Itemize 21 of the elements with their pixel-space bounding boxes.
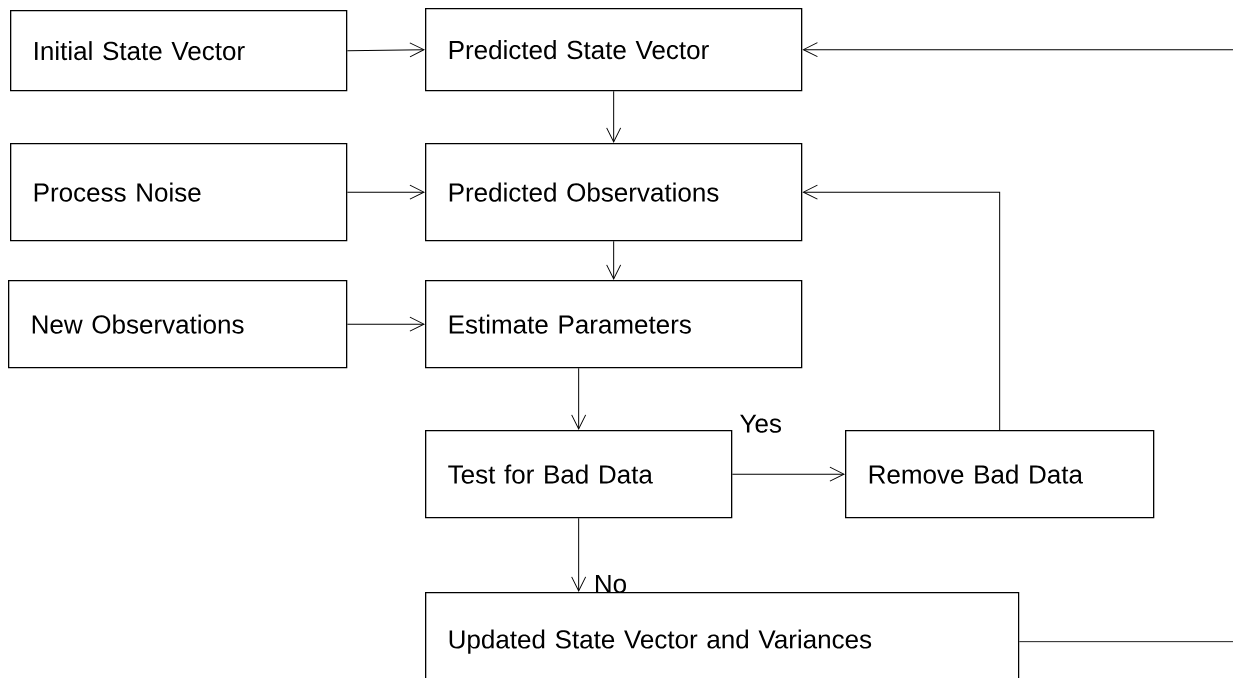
arrow — [571, 517, 587, 592]
arrow — [606, 90, 622, 143]
process-box: Process Noise — [10, 143, 348, 242]
process-box: Updated State Vector and Variances — [425, 592, 1020, 678]
edge-label: Yes — [740, 414, 781, 433]
process-box: Predicted Observations — [425, 143, 803, 242]
process-box: Estimate Parameters — [425, 280, 803, 369]
arrow — [346, 316, 425, 332]
process-box: Initial State Vector — [10, 10, 348, 92]
edge-label: No — [596, 574, 626, 594]
process-box: Predicted State Vector — [425, 8, 803, 92]
arrow — [346, 184, 425, 200]
arrow — [731, 466, 845, 482]
arrow — [802, 42, 1233, 643]
arrow — [802, 184, 1001, 431]
arrow — [571, 367, 587, 430]
arrow — [346, 42, 425, 58]
process-box: Test for Bad Data — [425, 430, 733, 519]
process-box: Remove Bad Data — [845, 430, 1155, 519]
process-box: New Observations — [8, 280, 348, 369]
arrow — [606, 240, 622, 280]
